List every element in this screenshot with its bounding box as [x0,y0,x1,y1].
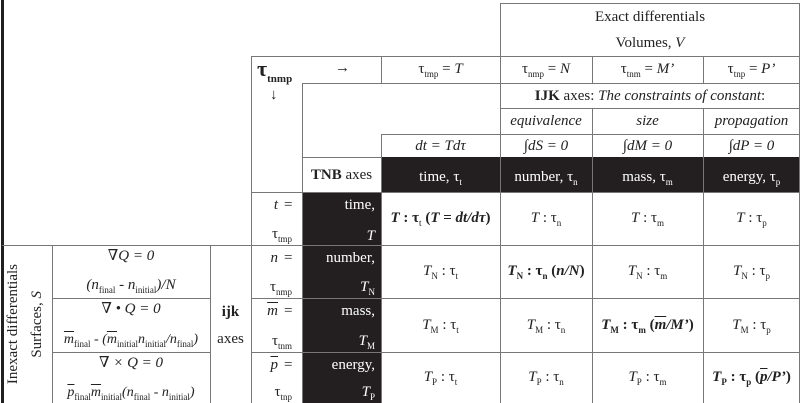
grid-line [251,298,800,299]
integral-equivalence: ∫dS = 0 [523,137,569,154]
ijk-axes-text: axes [217,330,244,347]
grid-line [592,108,593,403]
surfaces-label: Surfaces, S [29,290,45,358]
col-header-1: τtmp = T [418,60,463,79]
grid-line [251,192,800,193]
grid-line [52,298,210,299]
grid-line [251,56,252,403]
col-header-2: τnmp = N [521,60,571,79]
grid-line [2,245,800,246]
grid-line [592,56,593,83]
cell-number-time: TN : τt [422,263,459,282]
cell-time-time: T : τt (T = dt/dτ) [390,210,491,229]
ijk-axes-header: IJK axes: The constraints of constant: [534,87,766,104]
tnb-row-fill [302,192,381,403]
volumes-symbol: V [675,35,685,51]
exact-differentials-header: Exact differentials [500,4,800,30]
cell-time-energy: T : τp [736,210,767,229]
exact-differentials-label: Exact differentials [594,9,706,25]
tau-subscript: tnmp [267,73,293,85]
surface-eq: ∇ × Q = 0 [98,355,164,371]
tau-symbol: τ [257,56,268,81]
constraint-equivalence: equivalence [510,113,582,129]
cell-mass-energy: TM : τp [732,316,771,335]
surface-eq: ∇ • Q = 0 [101,301,161,317]
row-label-time: time, T [344,197,375,244]
tnb-col-mass: mass, τm [622,168,673,187]
grid-line [52,352,210,353]
eq-sign: = [284,357,293,373]
eq-sign: = [284,197,293,213]
grid-line [210,245,211,403]
corner-tau-label: τtnmp [257,58,292,85]
col-header-3: τtnm = M’ [620,60,675,79]
grid-line [500,108,800,109]
grid-line [251,56,800,57]
grid-line [302,157,382,158]
grid-line [381,134,382,403]
constraint-size: size [636,113,659,129]
cell-time-mass: T : τm [630,210,665,229]
grid-line [302,83,800,84]
arrow-right-icon: → [335,60,350,76]
tnb-col-energy: energy, τp [722,168,781,187]
grid-line [703,56,704,83]
eq-sign: = [284,250,293,266]
cell-energy-energy: TP : τp (p/P’) [712,369,791,388]
inexact-differentials-label: Inexact differentials [5,263,21,385]
cell-mass-number: TM : τn [526,316,566,335]
surface-row-1: ∇Q = 0 (nfinal - ninitial)/N [52,245,210,298]
constraint-propagation: propagation [714,113,789,129]
cell-mass-time: TM : τt [422,316,459,335]
integral-propagation: ∫dP = 0 [728,137,775,154]
grid-line [500,3,501,403]
surface-expr: pfinalminitial(nfinal - ninitial) [67,385,195,403]
arrow-down-icon: ↓ [270,87,278,103]
tnb-col-number: number, τn [514,168,578,187]
row-var-n: n τnmp [269,250,292,298]
volumes-header: Volumes, V [500,30,800,56]
grid-line [52,245,53,403]
row-var-t: t τtmp [271,197,292,245]
tnb-col-time: time, τt [419,168,462,187]
grid-line [381,56,382,83]
surface-row-3: ∇ × Q = 0 pfinalminitial(nfinal - niniti… [52,352,210,403]
ijk-axes-label: ijk axes [210,298,251,352]
row-label-energy: energy, TP [331,357,375,403]
cell-energy-time: TP : τt [423,369,458,388]
cell-number-energy: TN : τp [732,263,771,282]
row-var-p: p τtnp [270,357,293,403]
eq-sign: = [284,303,293,319]
col-header-4: τtnp = P’ [727,60,776,79]
grid-line [251,352,800,353]
row-var-m: m τtnm [267,303,292,352]
surface-eq: ∇Q = 0 [107,248,155,264]
cell-energy-mass: TP : τm [628,369,667,388]
row-label-mass: mass, TM [341,303,375,352]
grid-line [500,3,800,4]
cell-number-number: TN : τn (n/N) [507,263,585,282]
surface-expr: mfinal - (minitialninitial/nfinal) [63,332,199,350]
ijk-bold: ijk [221,303,240,320]
row-label-number: number, TN [326,250,375,298]
integral-size: ∫dM = 0 [622,137,673,154]
tnb-header-fill [381,157,800,192]
grid-line [302,83,303,403]
cell-time-number: T : τn [530,210,562,229]
cell-energy-number: TP : τn [528,369,564,388]
grid-line [703,108,704,403]
grid-line [381,134,800,135]
cell-number-mass: TN : τm [627,263,668,282]
tnb-axes-label: TNB axes [310,166,373,183]
volumes-label: Volumes, [615,35,676,51]
integral-time: dt = Tdτ [415,137,466,154]
cell-mass-mass: TM : τm (m/M’) [601,316,694,335]
surface-expr: (nfinal - ninitial)/N [86,277,176,296]
left-thick-border [1,0,4,403]
surface-row-2: ∇ • Q = 0 mfinal - (minitialninitial/nfi… [52,298,210,352]
